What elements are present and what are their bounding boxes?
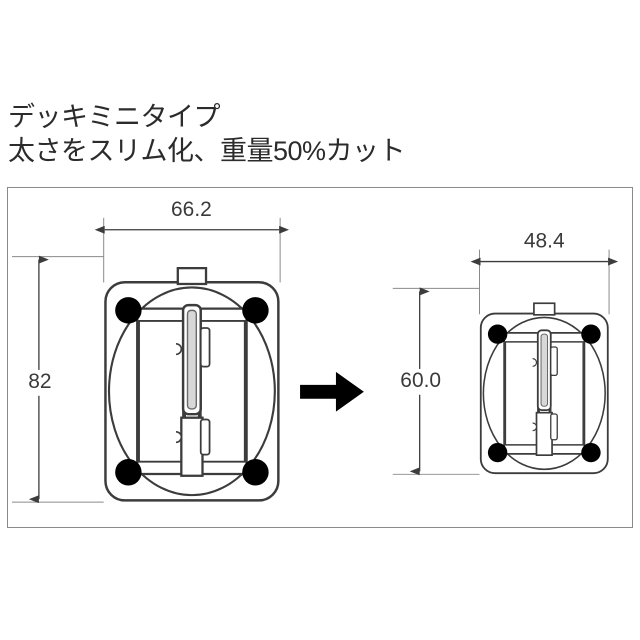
headline-line-1: デッキミニタイプ bbox=[8, 102, 221, 132]
after-figure-group: 48.4 60.0 bbox=[392, 230, 619, 476]
after-height-label: 60.0 bbox=[400, 369, 441, 392]
transition-arrow bbox=[300, 371, 364, 412]
headline-block: デッキミニタイプ 太さをスリム化、重量50%カット bbox=[8, 100, 628, 168]
figure-frame: 66.2 82 82 48.4 bbox=[7, 187, 633, 528]
before-profile-drawing bbox=[104, 266, 280, 502]
before-height-label-text: 82 bbox=[28, 370, 51, 393]
before-width-label: 66.2 bbox=[171, 198, 212, 221]
technical-drawing: 66.2 82 82 48.4 bbox=[11, 198, 619, 504]
after-width-label: 48.4 bbox=[524, 230, 565, 253]
after-profile-drawing bbox=[479, 302, 609, 475]
before-figure-group: 66.2 82 82 bbox=[11, 198, 290, 504]
headline-line-2: 太さをスリム化、重量50%カット bbox=[8, 136, 406, 166]
